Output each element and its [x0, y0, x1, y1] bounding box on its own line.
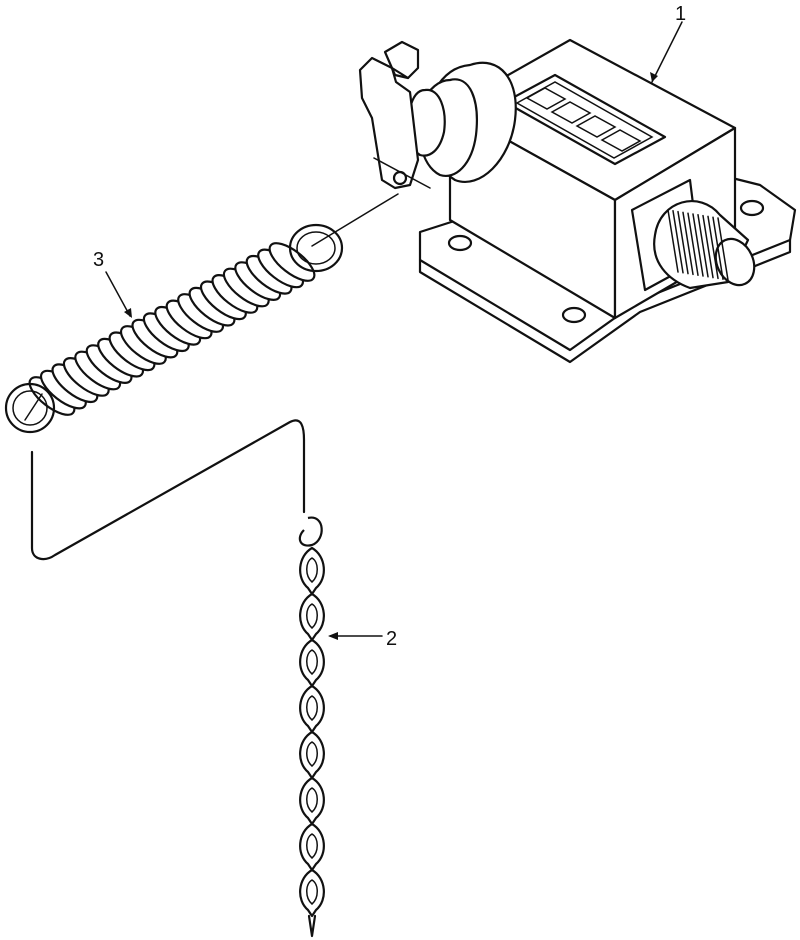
actuating-lever — [358, 56, 420, 190]
chain-link — [299, 776, 325, 826]
mount-hole-front — [561, 306, 587, 324]
knob-knurling — [667, 209, 729, 281]
spring-to-chain-wire — [30, 419, 306, 561]
mount-hole-left — [447, 234, 473, 252]
chain-link — [299, 868, 325, 918]
chain-link — [299, 730, 325, 780]
chain-link — [299, 822, 325, 872]
mount-hole-right — [739, 199, 765, 217]
chain-link — [299, 546, 325, 596]
callout-1-leader — [651, 21, 683, 83]
chain-link — [299, 684, 325, 734]
digit-window — [550, 101, 592, 124]
callout-2-label: 2 — [386, 628, 397, 650]
sash-chain: 2 — [298, 516, 397, 938]
counter-assembly: 1 — [358, 3, 797, 364]
spring-to-lever-line — [311, 193, 399, 247]
chain-link — [299, 592, 325, 642]
digit-window-frame — [503, 73, 667, 166]
callout-3-leader — [105, 271, 131, 317]
callout-3-label: 3 — [93, 249, 104, 271]
spring-coils — [28, 242, 316, 416]
callout-1-label: 1 — [675, 3, 686, 25]
coil-spring: 3 — [4, 223, 344, 434]
digit-windows — [525, 87, 642, 152]
digit-window — [600, 129, 642, 152]
reset-knob-cap — [714, 237, 756, 287]
chain-links — [299, 546, 325, 938]
spring-end-loop-right — [288, 223, 344, 273]
spring-end-loop-left — [4, 382, 56, 434]
chain-link — [299, 638, 325, 688]
digit-window — [525, 87, 567, 110]
digit-window — [575, 115, 617, 138]
